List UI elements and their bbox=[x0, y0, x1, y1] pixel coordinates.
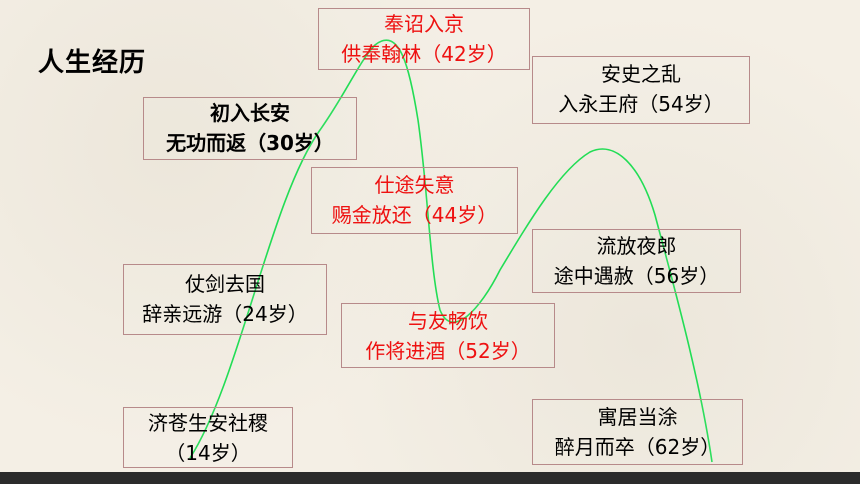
event-line-2: 供奉翰林（42岁） bbox=[341, 42, 507, 66]
event-box-age-24: 仗剑去国 辞亲远游（24岁） bbox=[123, 264, 327, 335]
event-line-1: 济苍生安社稷 bbox=[148, 411, 268, 435]
event-line-1: 仗剑去国 bbox=[185, 272, 265, 296]
slide-title: 人生经历 bbox=[38, 48, 147, 78]
event-line-2: 醉月而卒（62岁） bbox=[554, 435, 721, 459]
event-line-2: 作将进酒（52岁） bbox=[365, 339, 531, 363]
event-box-age-30: 初入长安 无功而返（30岁） bbox=[143, 97, 357, 160]
event-line-1: 安史之乱 bbox=[601, 62, 681, 86]
event-line-2: 途中遇赦（56岁） bbox=[553, 264, 720, 288]
event-line-2: 赐金放还（44岁） bbox=[331, 203, 498, 227]
event-line-2: 辞亲远游（24岁） bbox=[142, 302, 308, 326]
event-line-1: 流放夜郎 bbox=[596, 234, 677, 258]
event-line-1: 寓居当涂 bbox=[597, 405, 678, 429]
event-box-age-14: 济苍生安社稷 （14岁） bbox=[123, 407, 293, 468]
event-line-1: 仕途失意 bbox=[374, 173, 455, 197]
event-line-2: 无功而返（30岁） bbox=[166, 131, 334, 155]
event-line-2: 入永王府（54岁） bbox=[558, 92, 724, 116]
event-box-age-62: 寓居当涂 醉月而卒（62岁） bbox=[532, 399, 743, 465]
event-box-age-42: 奉诏入京 供奉翰林（42岁） bbox=[318, 8, 530, 70]
event-box-age-52: 与友畅饮 作将进酒（52岁） bbox=[341, 303, 555, 368]
event-line-2: （14岁） bbox=[165, 441, 251, 465]
event-line-1: 与友畅饮 bbox=[408, 309, 488, 333]
event-box-age-54: 安史之乱 入永王府（54岁） bbox=[532, 56, 750, 124]
event-box-age-44: 仕途失意 赐金放还（44岁） bbox=[311, 167, 518, 234]
event-line-1: 初入长安 bbox=[210, 101, 290, 125]
event-line-1: 奉诏入京 bbox=[384, 12, 464, 36]
bottom-bar bbox=[0, 472, 860, 484]
event-box-age-56: 流放夜郎 途中遇赦（56岁） bbox=[532, 229, 741, 293]
